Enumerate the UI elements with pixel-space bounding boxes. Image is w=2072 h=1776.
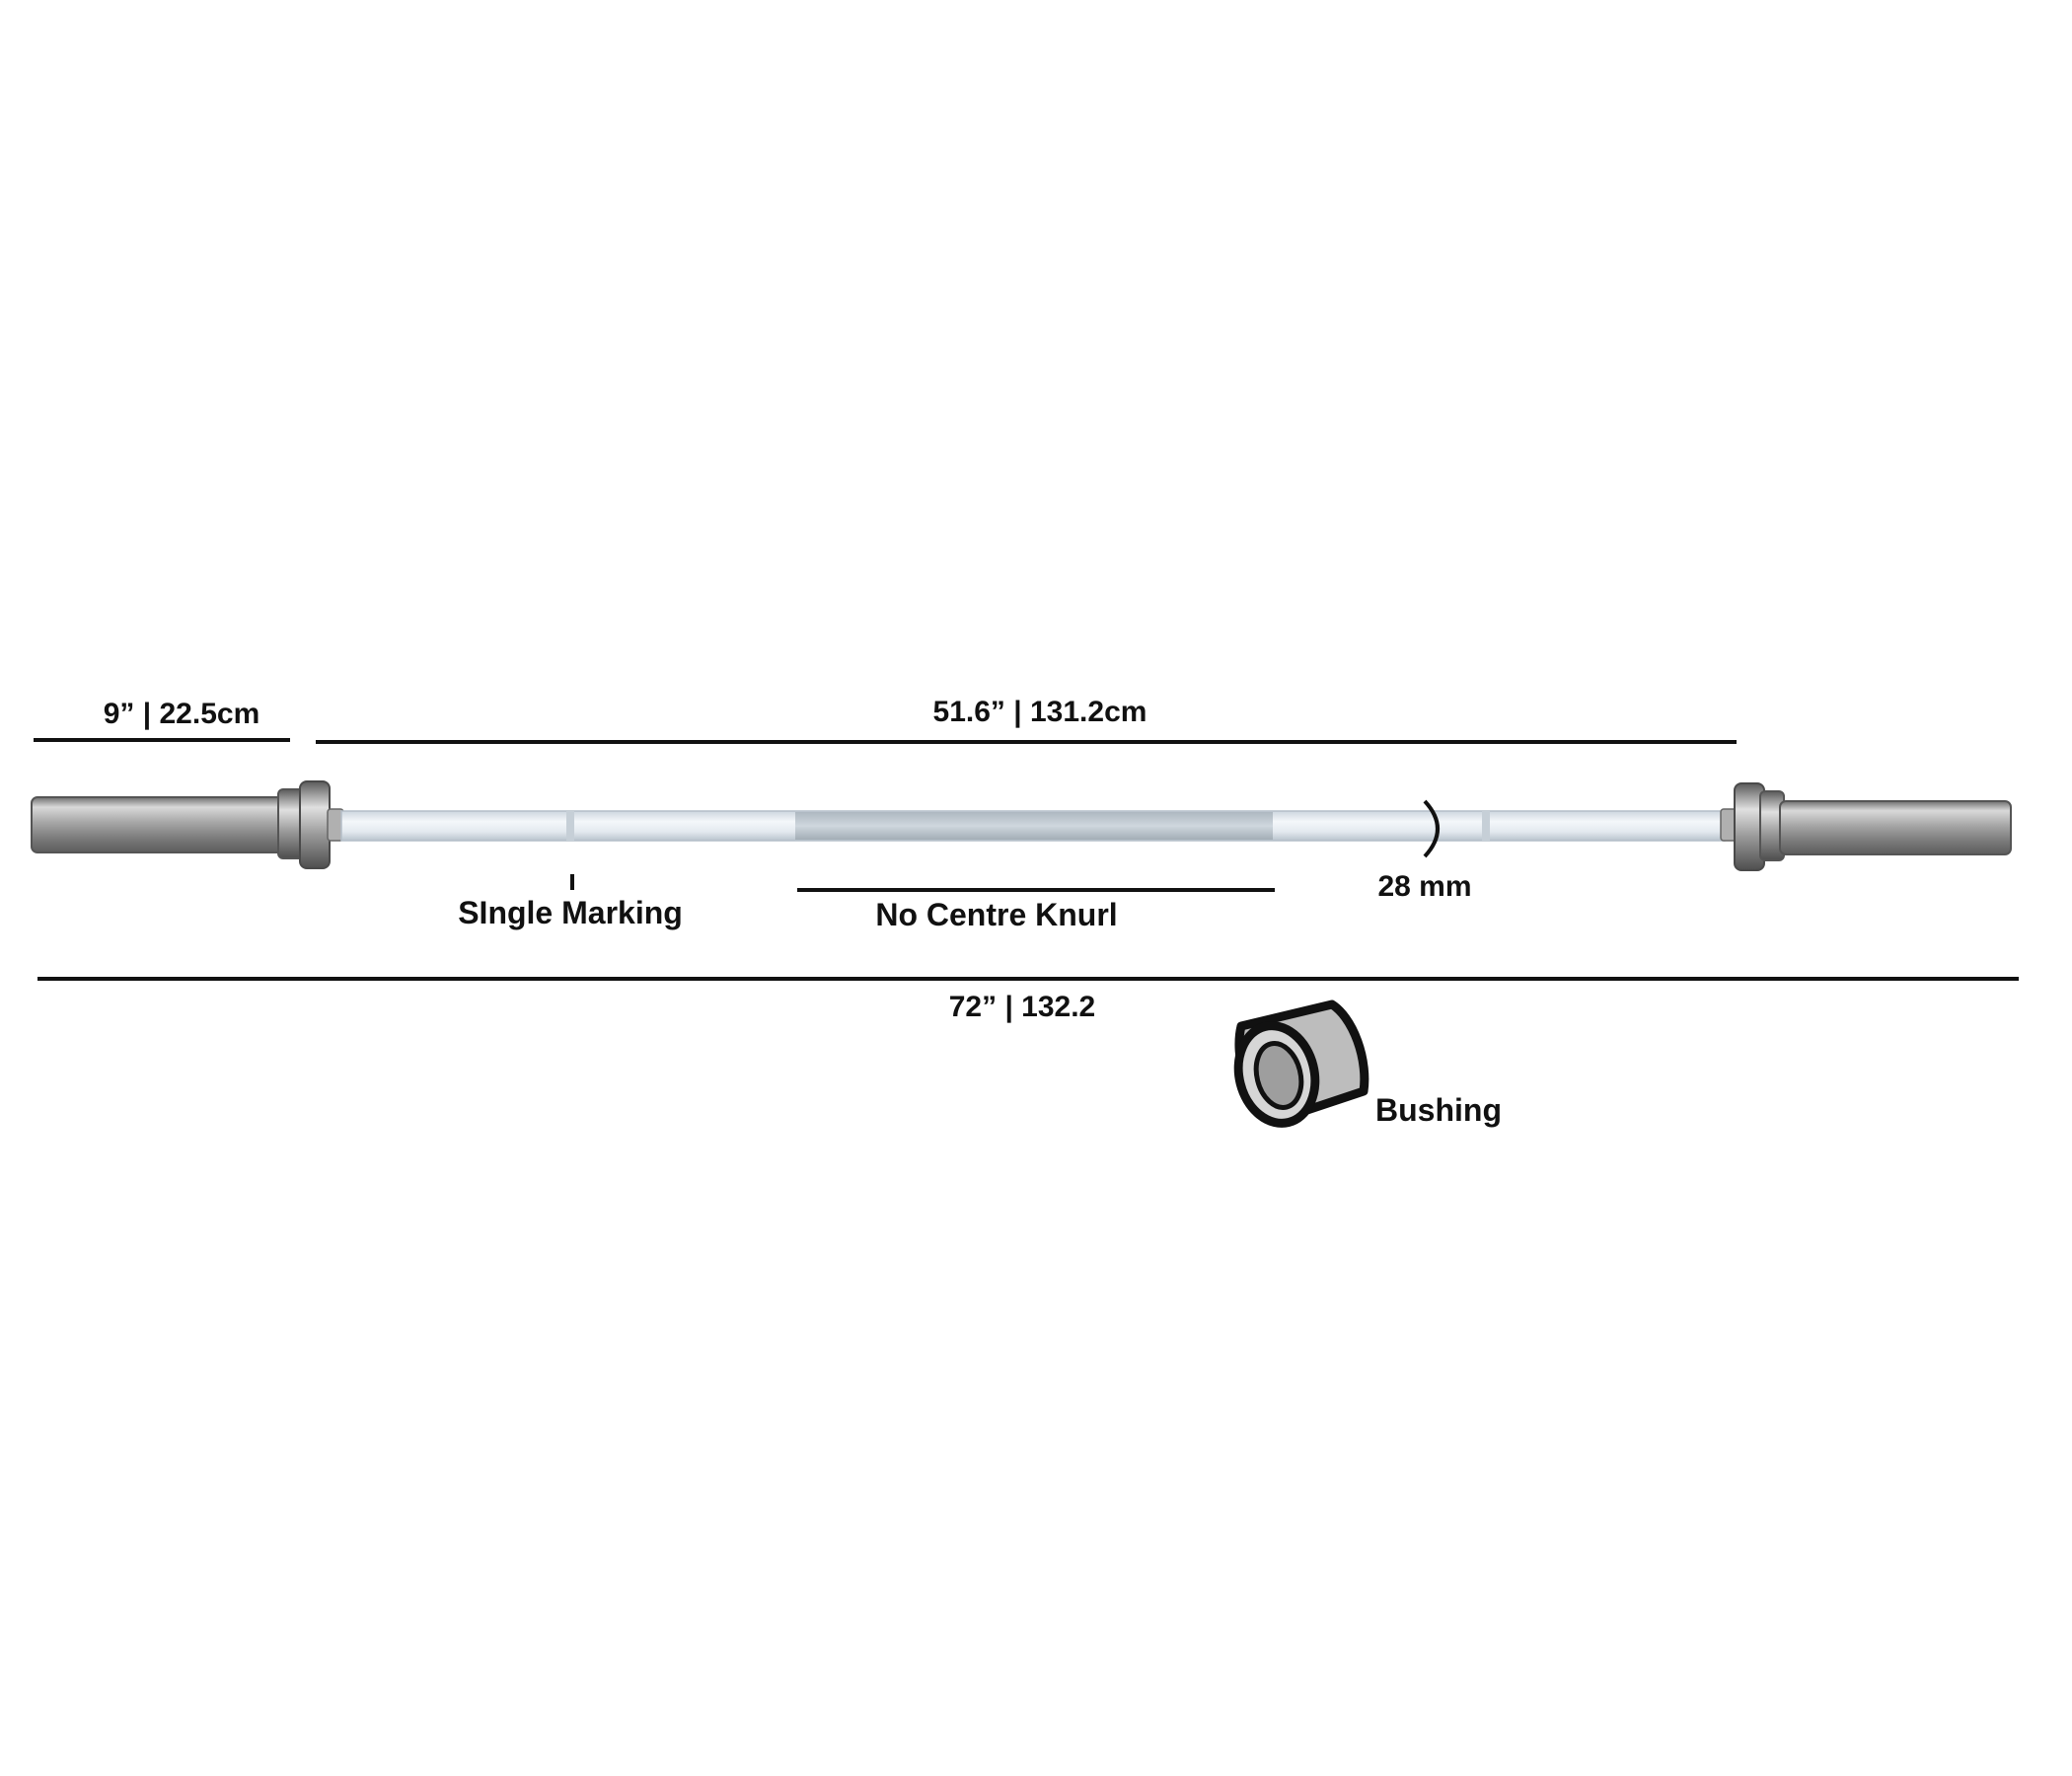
single-marking-label: SIngle Marking [458,895,683,930]
right-sleeve [1779,800,2012,855]
left-sleeve [31,796,285,853]
shaft-length-label: 51.6” | 131.2cm [933,696,1147,728]
centre-section [795,812,1273,840]
shaft-diameter-bracket [1423,799,1440,858]
no-centre-knurl-label: No Centre Knurl [875,897,1117,932]
left-collar [299,780,331,869]
left-marking-groove [566,811,574,841]
bushing-icon [1233,999,1369,1128]
bushing-label: Bushing [1375,1092,1502,1128]
sleeve-length-label: 9” | 22.5cm [104,698,260,730]
bushing-hole [1253,1041,1304,1110]
right-marking-groove [1482,811,1490,841]
shaft-diameter-label: 28 mm [1377,870,1471,903]
total-length-label: 72” | 132.2 [949,991,1096,1023]
barbell-icon [31,780,2012,871]
